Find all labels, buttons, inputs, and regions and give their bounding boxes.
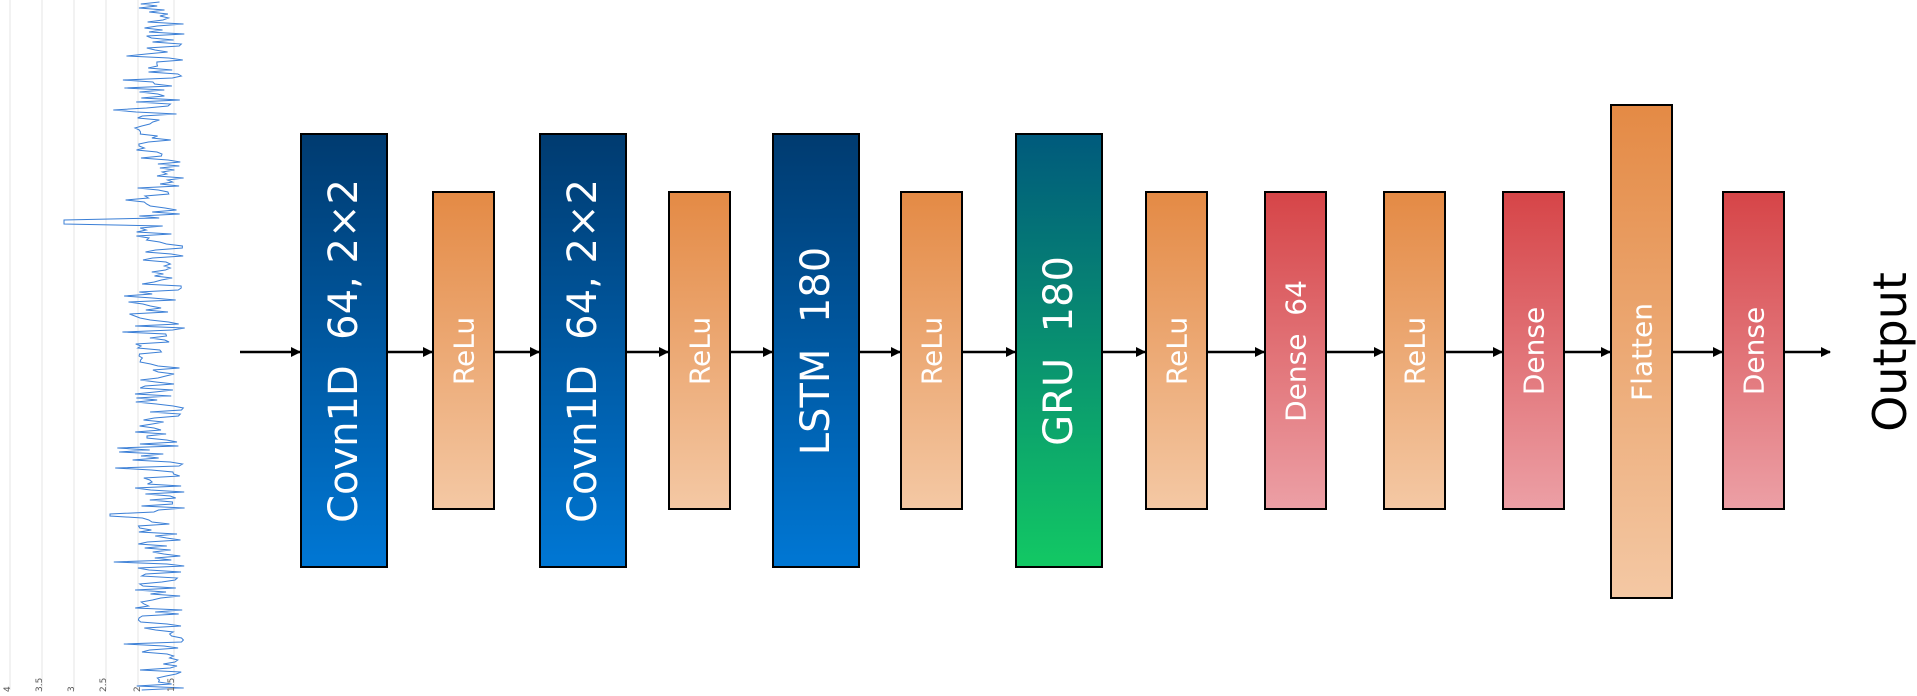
layer-relu3: ReLu bbox=[900, 191, 963, 510]
layer-dense1: Dense bbox=[1502, 191, 1565, 510]
layer-label: LSTM 180 bbox=[793, 246, 839, 455]
signal-tick-label: 4 bbox=[3, 686, 13, 692]
layer-label: ReLu bbox=[683, 316, 716, 385]
layer-conv1: Covn1D 64, 2×2 bbox=[300, 133, 388, 568]
output-label: Output bbox=[1863, 272, 1917, 432]
layer-flatten: Flatten bbox=[1610, 104, 1673, 599]
layer-relu4: ReLu bbox=[1145, 191, 1208, 510]
input-signal-plot: 4 3.5 3 2.5 2 1.5 bbox=[3, 0, 185, 692]
signal-tick-label: 3.5 bbox=[35, 678, 45, 692]
signal-tick-label: 2.5 bbox=[99, 678, 109, 692]
signal-tick-label: 3 bbox=[67, 686, 77, 692]
layer-relu2: ReLu bbox=[668, 191, 731, 510]
layer-label: ReLu bbox=[915, 316, 948, 385]
layer-label: ReLu bbox=[447, 316, 480, 385]
layer-label: GRU 180 bbox=[1036, 255, 1082, 446]
layer-label: Dense bbox=[1517, 306, 1550, 395]
layer-conv2: Covn1D 64, 2×2 bbox=[539, 133, 627, 568]
layer-label: Covn1D 64, 2×2 bbox=[560, 178, 606, 523]
layer-label: ReLu bbox=[1160, 316, 1193, 385]
layer-label: Covn1D 64, 2×2 bbox=[321, 178, 367, 523]
layer-lstm: LSTM 180 bbox=[772, 133, 860, 568]
signal-tick-label: 1.5 bbox=[167, 678, 177, 692]
layer-label: Flatten bbox=[1625, 302, 1658, 401]
layer-label: ReLu bbox=[1398, 316, 1431, 385]
layer-label: Dense bbox=[1737, 306, 1770, 395]
layer-gru: GRU 180 bbox=[1015, 133, 1103, 568]
signal-tick-label: 2 bbox=[133, 686, 143, 692]
layer-label: Dense 64 bbox=[1279, 279, 1312, 422]
layer-relu1: ReLu bbox=[432, 191, 495, 510]
layer-relu5: ReLu bbox=[1383, 191, 1446, 510]
layer-dense64: Dense 64 bbox=[1264, 191, 1327, 510]
layer-dense2: Dense bbox=[1722, 191, 1785, 510]
signal-line bbox=[63, 1, 185, 691]
